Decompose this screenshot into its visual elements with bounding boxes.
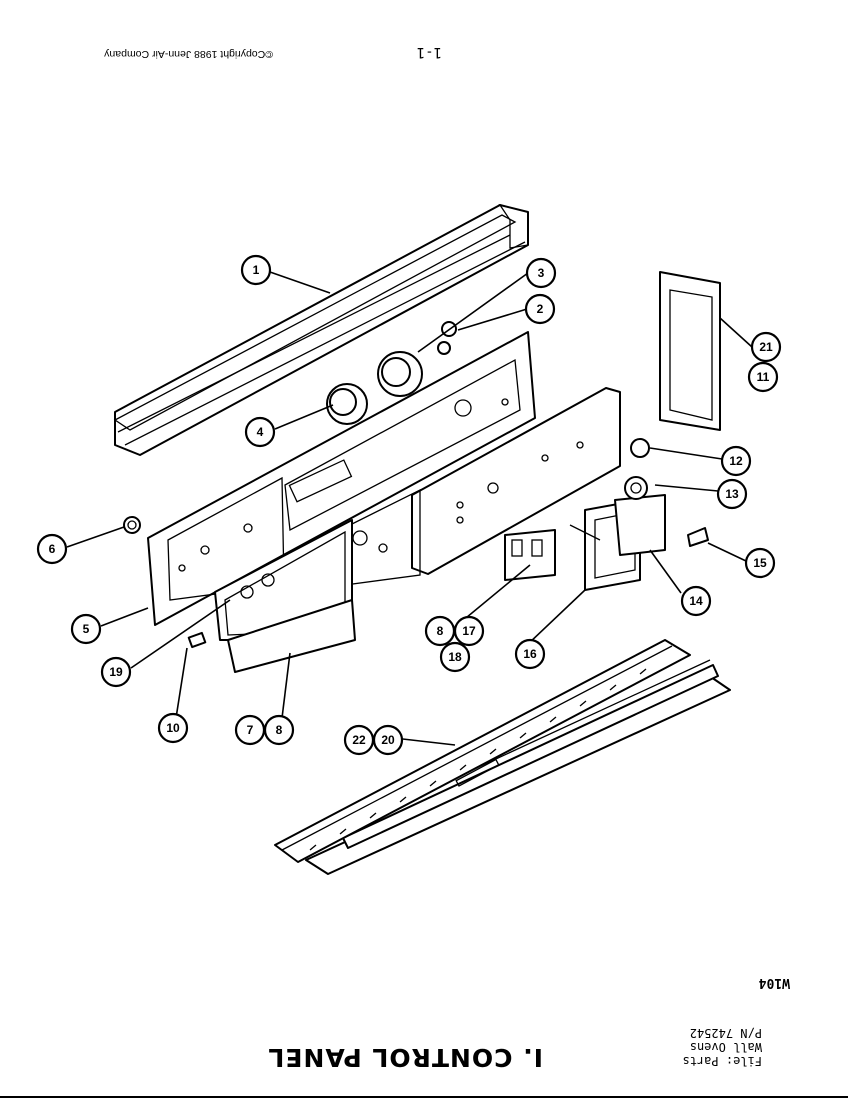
callout-16: 16 — [514, 638, 546, 670]
callout-12: 12 — [720, 445, 752, 477]
part-top-trim — [305, 659, 731, 875]
callout-label: 15 — [753, 556, 767, 570]
callout-label: 21 — [759, 340, 773, 354]
part-7-8-lower-bracket — [214, 519, 356, 673]
knob-parts — [326, 321, 457, 425]
callout-label: 4 — [257, 425, 264, 439]
callout-label: 17 — [462, 624, 476, 638]
callout-17: 17 — [453, 615, 485, 647]
callout-label: 2 — [537, 302, 544, 316]
callout-21: 21 — [750, 331, 782, 363]
callout-2: 2 — [524, 293, 556, 325]
part-6-small-knob — [123, 516, 141, 534]
callout-10: 10 — [157, 712, 189, 744]
callout-label: 6 — [49, 542, 56, 556]
part-10-pad — [187, 631, 207, 649]
callout-7: 7 — [234, 714, 266, 746]
callout-label: 11 — [757, 370, 770, 384]
callout-label: 19 — [109, 665, 123, 679]
part-14-bracket — [614, 494, 666, 556]
callout-8: 8 — [263, 714, 295, 746]
callout-label: 3 — [538, 266, 545, 280]
callout-label: 13 — [725, 487, 739, 501]
callout-label: 20 — [381, 733, 395, 747]
callout-4: 4 — [244, 416, 276, 448]
part-12-13-lampholders — [624, 438, 650, 500]
vent-slots — [309, 668, 647, 851]
part-1-top-trim — [113, 203, 529, 456]
callout-6: 6 — [36, 533, 68, 565]
callout-1: 1 — [240, 254, 272, 286]
part-15-clip — [687, 527, 709, 547]
callout-11: 11 — [747, 361, 779, 393]
callout-label: 8 — [276, 723, 283, 737]
callout-22: 22 — [343, 724, 375, 756]
part-17-relay — [504, 529, 556, 581]
callout-5: 5 — [70, 613, 102, 645]
callout-label: 1 — [253, 263, 260, 277]
part-11-21-light-lens — [659, 271, 721, 431]
callout-label: 7 — [247, 723, 254, 737]
callout-15: 15 — [744, 547, 776, 579]
callout-label: 14 — [689, 594, 703, 608]
callout-label: 10 — [166, 721, 180, 735]
callout-label: 22 — [352, 733, 366, 747]
callout-label: 18 — [448, 650, 462, 664]
callout-8-relay: 8 — [424, 615, 456, 647]
callout-14: 14 — [680, 585, 712, 617]
callout-label: 8 — [437, 624, 444, 638]
callout-label: 12 — [729, 454, 743, 468]
bottom-border-line — [0, 1096, 848, 1098]
callout-18: 18 — [439, 641, 471, 673]
part-20-22-vent-trim — [274, 639, 691, 863]
callout-label: 5 — [83, 622, 90, 636]
part-5-control-panel — [147, 331, 536, 626]
callout-3: 3 — [525, 257, 557, 289]
callout-20: 20 — [372, 724, 404, 756]
parts-drawing-group: 1 3 2 4 6 5 19 — [36, 203, 782, 863]
callout-13: 13 — [716, 478, 748, 510]
callout-19: 19 — [100, 656, 132, 688]
callout-label: 16 — [523, 647, 537, 661]
